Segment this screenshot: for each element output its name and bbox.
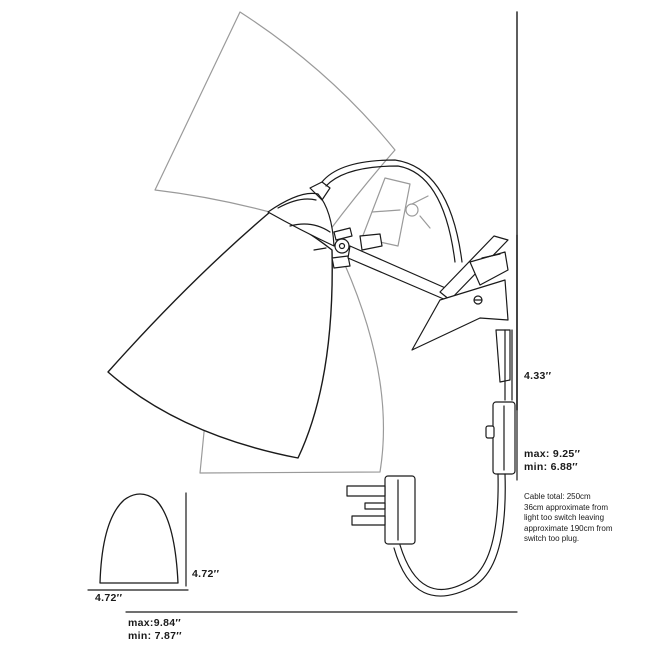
main-shade [107, 211, 333, 459]
cable-lower [399, 473, 499, 590]
small-shade [99, 493, 179, 584]
lamp-arm-joint [359, 233, 383, 251]
reach-min-label: min: 6.88′′ [524, 461, 578, 473]
cable-note-line: switch too plug. [524, 534, 580, 543]
cable-note-line: Cable total: 250cm [524, 492, 591, 501]
total-max-label: max:9.84′′ [128, 617, 181, 629]
arm-height-label: 4.33′′ [524, 370, 552, 382]
cable-upper [321, 159, 463, 263]
lamp-arm [347, 245, 451, 301]
shade-width-label: 4.72′′ [95, 592, 123, 604]
cable-note-line: light too switch leaving [524, 513, 605, 522]
shade-cap [267, 192, 335, 247]
ghost-shade-up [154, 11, 396, 231]
shade-cap-ring [277, 198, 331, 233]
ghost-holder [361, 177, 431, 247]
shade-height-label: 4.72′′ [192, 568, 220, 580]
inline-switch [485, 401, 516, 475]
ghost-shade-down [199, 264, 384, 474]
total-min-label: min: 7.87′′ [128, 630, 182, 642]
hinge-joint [313, 227, 353, 269]
cable-note-line: 36cm approximate from [524, 502, 609, 512]
cable-lower-2 [393, 473, 506, 597]
uk-plug [346, 475, 416, 545]
cable-note: Cable total: 250cm 36cm approximate from… [524, 492, 634, 545]
reach-max-label: max: 9.25′′ [524, 448, 581, 460]
wall-clip [411, 235, 511, 383]
cable-note-line: approximate 190cm from [524, 523, 613, 533]
cable-upper-2 [325, 165, 456, 263]
shade-neck [309, 181, 331, 201]
